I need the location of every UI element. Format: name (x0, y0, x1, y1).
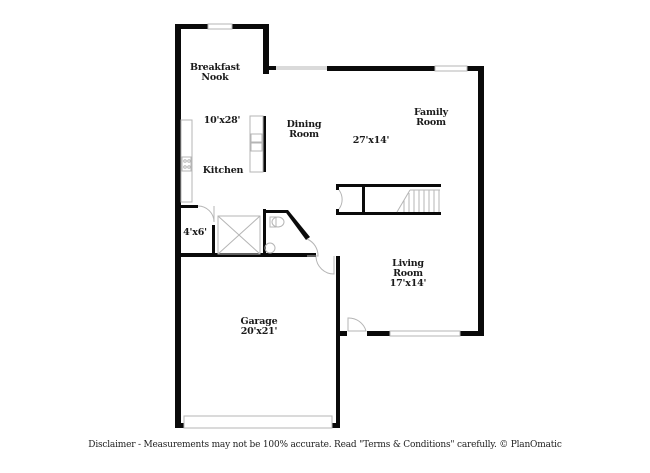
shower (217, 215, 261, 255)
label-kitchen: Kitchen (202, 165, 244, 176)
bath-door (306, 238, 319, 257)
label-dining-family-dims: 27'x14' (352, 135, 390, 146)
fixtures (180, 23, 468, 429)
front-door (347, 317, 367, 332)
label-pantry-dims: 4'x6' (183, 227, 207, 238)
label-breakfast-nook: Breakfast Nook (190, 62, 240, 83)
bath-sink (264, 242, 276, 254)
label-family-room: Family Room (414, 107, 448, 128)
label-living-room: Living Room 17'x14' (389, 258, 427, 289)
window-living (389, 330, 461, 337)
stove (181, 156, 192, 172)
label-kitchen-dims: 10'x28' (203, 115, 241, 126)
kitchen-island (249, 115, 264, 173)
label-garage: Garage 20'x21' (240, 316, 278, 337)
disclaimer: Disclaimer - Measurements may not be 100… (88, 440, 562, 450)
sink (250, 133, 263, 143)
window-family (434, 65, 468, 72)
pantry-door (197, 205, 215, 223)
closet-door (338, 189, 343, 210)
stairs (396, 189, 440, 213)
garage-door (183, 415, 333, 429)
kitchen-counter (180, 119, 193, 203)
garage-entry-door (315, 256, 335, 275)
window-nook (207, 23, 233, 30)
walls (175, 24, 484, 428)
label-dining-room: Dining Room (286, 119, 322, 140)
toilet (269, 216, 277, 228)
